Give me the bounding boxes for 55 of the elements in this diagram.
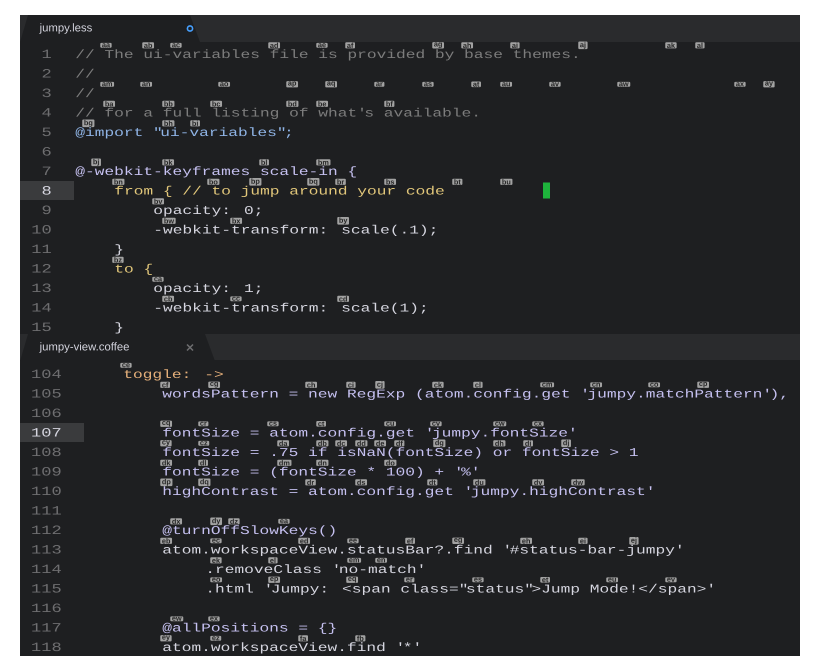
line-number: 11 (32, 244, 51, 253)
line-number: 106 (32, 408, 61, 418)
code-line: from { // to jump around your code (115, 186, 444, 197)
code-line: fontSize = (fontSize * 100) + '%' (163, 466, 477, 478)
line-number: 105 (32, 389, 61, 398)
code-line: @-webkit-keyframes scale-in { (76, 166, 356, 178)
line-number: 10 (32, 225, 51, 234)
code-line: // The ui-variables file is provided by base themes. (76, 49, 577, 60)
line-number: 7 (42, 166, 50, 175)
line-number: 5 (42, 128, 51, 136)
code-line: wordsPattern = new RegExp (atom.config.get 'jumpy.matchPattern'), (162, 388, 785, 400)
code-line: // (76, 88, 94, 98)
line-number: 6 (42, 147, 51, 156)
code-line: @allPositions = {} (162, 622, 336, 634)
code-line: // for a full listing of what's available. (76, 108, 478, 119)
code-line: fontSize = atom.config.get 'jumpy.fontSize' (163, 428, 574, 439)
code-line: @import "ui-variables"; (76, 127, 290, 138)
line-number: 14 (32, 303, 51, 312)
line-number: 108 (32, 448, 61, 456)
node-label: jumpy-view.coffee (39, 342, 129, 353)
code-line: highContrast = atom.config.get 'jumpy.highContrast' (164, 486, 652, 498)
line-number: 12 (32, 264, 51, 272)
editor-tab: jumpy.less (20, 15, 200, 42)
code-line: atom.workspaceView.find '*' (163, 642, 418, 654)
line-number: 111 (32, 506, 61, 514)
line-number: 115 (32, 584, 61, 593)
code-line: } (116, 244, 122, 256)
code-line: -webkit-transform: scale(1); (156, 302, 426, 314)
node-label: jumpy.less (39, 23, 92, 34)
line-number: 9 (42, 206, 51, 214)
line-number: 4 (42, 108, 51, 116)
line-number: 109 (32, 467, 61, 476)
line-number: 8 (42, 186, 51, 195)
code-line: .removeClass 'no-match' (209, 564, 422, 574)
line-number: 107 (32, 428, 60, 437)
line-number: 3 (42, 88, 51, 98)
code-line: atom.workspaceView.statusBar?.find '#status-bar-jumpy' (163, 544, 681, 556)
line-number: 114 (32, 564, 61, 573)
line-number: 112 (32, 526, 61, 534)
code-line: @turnOffSlowKeys() (162, 525, 335, 536)
line-number: 117 (32, 623, 60, 632)
code-line: .html 'Jumpy: <span class="status">Jump Mode!</span>' (209, 584, 712, 595)
code-line: opacity: 0; (154, 205, 260, 216)
code-line: // (76, 68, 94, 78)
line-number: 110 (32, 486, 61, 496)
code-line: opacity: 1; (154, 283, 260, 294)
line-number: 2 (42, 69, 51, 78)
editor-tab: jumpy-view.coffee (20, 334, 215, 361)
line-number: 116 (32, 604, 61, 612)
code-line: to { (116, 264, 152, 275)
line-number: 113 (32, 545, 61, 554)
code-line: -webkit-transform: scale(.1); (156, 224, 435, 236)
line-number: 118 (32, 642, 61, 652)
code-line: fontSize = .75 if isNaN(fontSize) or fontSize > 1 (163, 447, 638, 458)
line-number: 13 (32, 284, 51, 292)
